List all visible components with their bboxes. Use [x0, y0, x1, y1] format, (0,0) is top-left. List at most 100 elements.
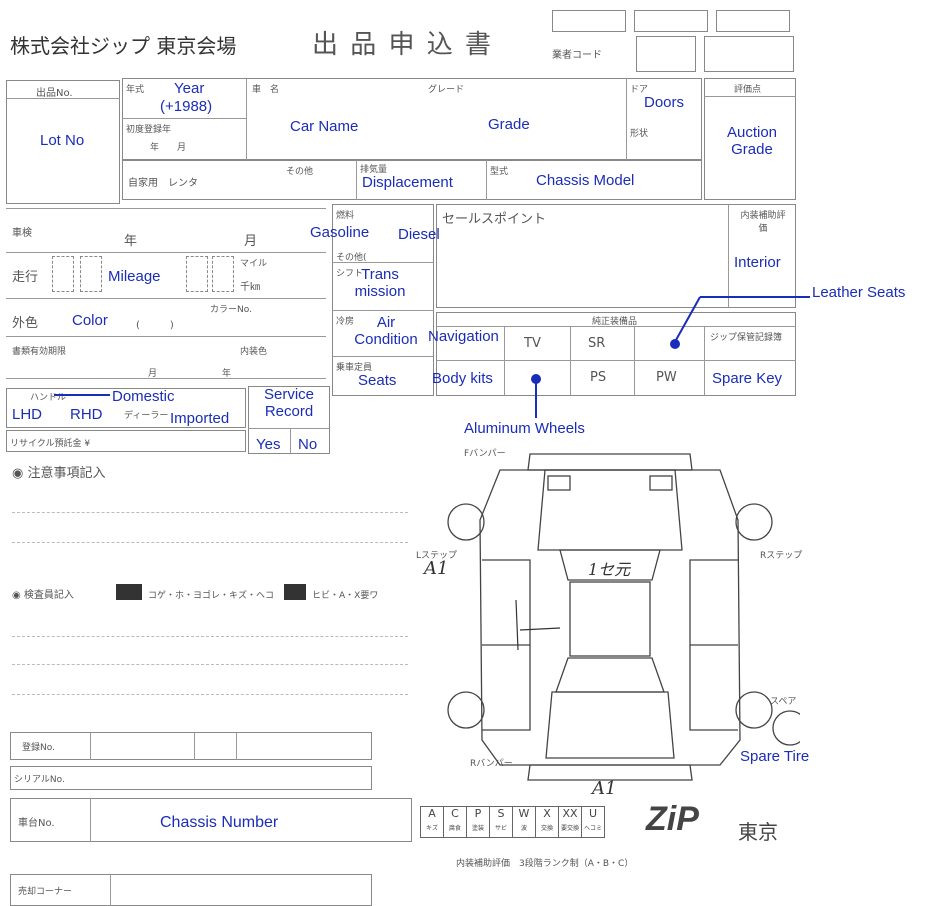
- company-name: 株式会社ジップ 東京会場: [10, 34, 237, 58]
- mileage-digit-2: [80, 256, 102, 292]
- notes-label: ◉ 注意事項記入: [12, 466, 106, 481]
- year-label: 年式: [126, 85, 145, 95]
- usage-row: [122, 160, 702, 200]
- ann-year-offset: (+1988): [160, 98, 213, 115]
- equip-pw: PW: [656, 370, 677, 385]
- eval-label: 評価点: [734, 85, 762, 95]
- inspector-codes: コゲ・ホ・ヨゴレ・キズ・ヘコ: [148, 591, 275, 601]
- reg-no-label: 登録No.: [22, 743, 55, 753]
- ann-spare-tire: Spare Tire: [740, 748, 810, 765]
- serial-no-box: [10, 766, 372, 790]
- ann-chassis-number: Chassis Number: [160, 814, 279, 831]
- ann-lot-no: Lot No: [40, 132, 85, 149]
- equip-record-book: ジップ保管記録簿: [710, 333, 783, 343]
- sales-point-label: セールスポイント: [442, 212, 547, 227]
- car-diagram: [447, 453, 800, 781]
- trans-label: シフト: [336, 269, 364, 279]
- inspection-year: 年: [124, 234, 138, 249]
- mileage-digit-1: [52, 256, 74, 292]
- mile-label: マイル: [240, 259, 268, 269]
- ann-grade: Grade: [488, 116, 530, 133]
- ann-year: Year: [174, 80, 205, 97]
- interior-color-label: 内装色: [240, 347, 268, 357]
- ann-lhd: LHD: [12, 406, 43, 423]
- ann-imported: Imported: [170, 410, 230, 427]
- spare-label: スペア: [770, 697, 797, 707]
- first-reg-year-month: 年 月: [150, 143, 187, 153]
- sales-point-box: [436, 204, 796, 308]
- handwriting-a1-rear: A1: [592, 778, 617, 799]
- ann-gasoline: Gasoline: [310, 224, 370, 241]
- usage-label: 自家用 レンタ: [128, 178, 198, 189]
- equip-tv: TV: [524, 336, 541, 351]
- ann-trans-1: Trans: [361, 266, 399, 283]
- doc-validity-label: 書類有効期限: [12, 347, 67, 357]
- dealer-code-label: 業者コード: [552, 50, 602, 61]
- zip-logo: ZiP: [646, 800, 699, 838]
- ann-auction-grade-2: Grade: [731, 141, 773, 159]
- ann-mileage: Mileage: [108, 268, 161, 285]
- car-name-label: 車 名: [252, 85, 280, 95]
- sticker-label: 売却コーナー: [18, 887, 73, 897]
- shape-label: 形状: [630, 129, 649, 139]
- lot-no-label: 出品No.: [36, 88, 73, 99]
- ann-displacement: Displacement: [362, 174, 453, 191]
- equip-ps: PS: [590, 370, 607, 385]
- thousand-km-label: 千㎞: [240, 282, 260, 293]
- footer-note: 内装補助評価 3段階ランク制（A・B・C）: [456, 859, 634, 869]
- aluminum-wheels-dot: [531, 374, 541, 384]
- color-paren: ( ): [136, 320, 174, 331]
- domestic-pointer: [54, 394, 110, 396]
- inspector-tag-1: [116, 584, 142, 600]
- inspector-codes-2: ヒビ・A・X要ワ: [312, 591, 379, 601]
- ann-chassis-model: Chassis Model: [536, 172, 635, 189]
- doc-month: 月: [148, 369, 158, 379]
- eval-box: [704, 78, 796, 200]
- lot-no-box: [6, 80, 120, 204]
- stamp-box-3: [716, 10, 790, 32]
- ann-doors: Doors: [644, 94, 685, 111]
- chassis-no-label: 車台No.: [18, 818, 55, 829]
- ann-domestic: Domestic: [112, 388, 175, 405]
- leather-seats-pointer-h: [700, 296, 810, 298]
- doors-label: ドア: [630, 85, 649, 95]
- car-info-box: [122, 78, 702, 160]
- leather-seats-pointer-diag: [675, 296, 701, 341]
- ann-aluminum-wheels: Aluminum Wheels: [464, 420, 585, 437]
- inspection-month: 月: [244, 234, 258, 249]
- ann-spare-key: Spare Key: [712, 370, 783, 387]
- equipment-grid: [436, 312, 796, 396]
- form-title: 出 品 申 込 書: [312, 30, 494, 60]
- zip-logo-city: 東京: [738, 820, 778, 844]
- l-step-label: Lステップ: [416, 551, 458, 561]
- ann-service-1: Service: [263, 386, 315, 403]
- ann-interior: Interior: [734, 254, 781, 271]
- ann-air-2: Condition: [354, 331, 418, 349]
- ann-car-name: Car Name: [290, 118, 359, 135]
- ann-color: Color: [72, 312, 108, 329]
- chassis-no-box: [10, 798, 412, 842]
- reg-no-box: [10, 732, 372, 760]
- inspector-label: ◉ 検査員記入: [12, 590, 74, 601]
- rear-bumper-label: Rバンパー: [470, 759, 513, 769]
- handle-box: [6, 388, 246, 428]
- fuel-label: 燃料: [336, 211, 355, 221]
- ac-label: 冷房: [336, 317, 355, 327]
- mileage-label: 走行: [12, 270, 39, 285]
- service-record-box: [248, 386, 330, 454]
- inspection-label: 車検: [12, 228, 32, 239]
- grade-label: グレード: [428, 85, 465, 95]
- ann-seats: Seats: [358, 372, 397, 389]
- leather-seats-dot: [670, 339, 680, 349]
- usage-other-label: その他: [286, 167, 314, 177]
- spec-column: [332, 204, 434, 396]
- color-label: 外色: [12, 316, 39, 331]
